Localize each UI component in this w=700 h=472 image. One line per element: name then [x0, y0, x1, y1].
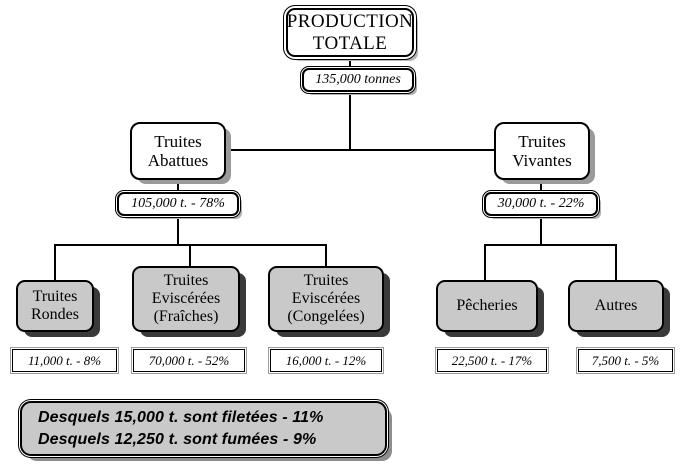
connector-abattues-to-value: [177, 180, 179, 193]
node-label-line1: Truites: [154, 131, 202, 151]
node-label-line2: TOTALE: [312, 32, 388, 54]
node-label-line1: PRODUCTION: [286, 11, 414, 33]
connector-drop-autres: [615, 244, 617, 280]
connector-vivantes-trunk: [540, 216, 542, 245]
node-label-line1: Pêcheries: [456, 297, 518, 315]
node-autres[interactable]: Autres: [568, 280, 664, 332]
node-label-line3: (Congelées): [287, 307, 365, 325]
connector-drop-pecheries: [484, 244, 486, 280]
value-truites-eviscerees-fraiches: 70,000 t. - 52%: [133, 349, 245, 372]
node-label-line2: Abattues: [147, 151, 209, 170]
connector-level3-left-bar: [55, 244, 327, 246]
node-truites-eviscerees-fraiches[interactable]: Truites Eviscérées (Fraîches): [132, 266, 240, 332]
connector-drop-congelees: [325, 244, 327, 268]
node-label-line2: Eviscérées: [151, 290, 221, 308]
value-truites-eviscerees-congelees: 16,000 t. - 12%: [270, 349, 382, 372]
node-truites-vivantes[interactable]: Truites Vivantes: [494, 122, 590, 180]
connector-vivantes-to-value: [540, 180, 542, 193]
value-truites-rondes: 11,000 t. - 8%: [12, 349, 117, 372]
node-label-line1: Autres: [594, 297, 638, 315]
footer-note-line1: Desquels 15,000 t. sont filetées - 11%: [38, 408, 324, 426]
node-label-line1: Truites: [518, 131, 566, 151]
connector-root-to-value: [349, 57, 351, 70]
node-label-line1: Truites: [303, 272, 349, 290]
node-pecheries[interactable]: Pêcheries: [436, 280, 538, 332]
node-label-line2: Rondes: [31, 306, 79, 323]
value-pecheries: 22,500 t. - 17%: [437, 349, 547, 372]
node-label-line3: (Fraîches): [153, 307, 219, 325]
connector-level3-right-bar: [485, 244, 617, 246]
connector-abattues-trunk: [177, 216, 179, 245]
value-truites-abattues: 105,000 t. - 78%: [117, 192, 239, 216]
connector-drop-rondes: [54, 244, 56, 280]
value-autres: 7,500 t. - 5%: [578, 349, 673, 372]
connector-root-trunk: [349, 92, 351, 150]
value-truites-vivantes: 30,000 t. - 22%: [484, 192, 598, 216]
connector-drop-fraiches: [189, 244, 191, 268]
node-label-line1: Truites: [32, 288, 78, 306]
value-production-totale: 135,000 tonnes: [302, 68, 414, 92]
connector-level2-bar: [229, 149, 501, 151]
node-truites-eviscerees-congelees[interactable]: Truites Eviscérées (Congelées): [268, 266, 384, 332]
node-truites-abattues[interactable]: Truites Abattues: [130, 122, 226, 180]
node-production-totale[interactable]: PRODUCTION TOTALE: [286, 8, 414, 57]
node-label-line2: Vivantes: [512, 151, 572, 170]
footer-note: Desquels 15,000 t. sont filetées - 11% D…: [20, 401, 387, 456]
node-label-line1: Truites: [163, 272, 209, 290]
node-truites-rondes[interactable]: Truites Rondes: [16, 280, 94, 332]
footer-note-line2: Desquels 12,250 t. sont fumées - 9%: [38, 430, 317, 448]
node-label-line2: Eviscérées: [291, 290, 361, 308]
